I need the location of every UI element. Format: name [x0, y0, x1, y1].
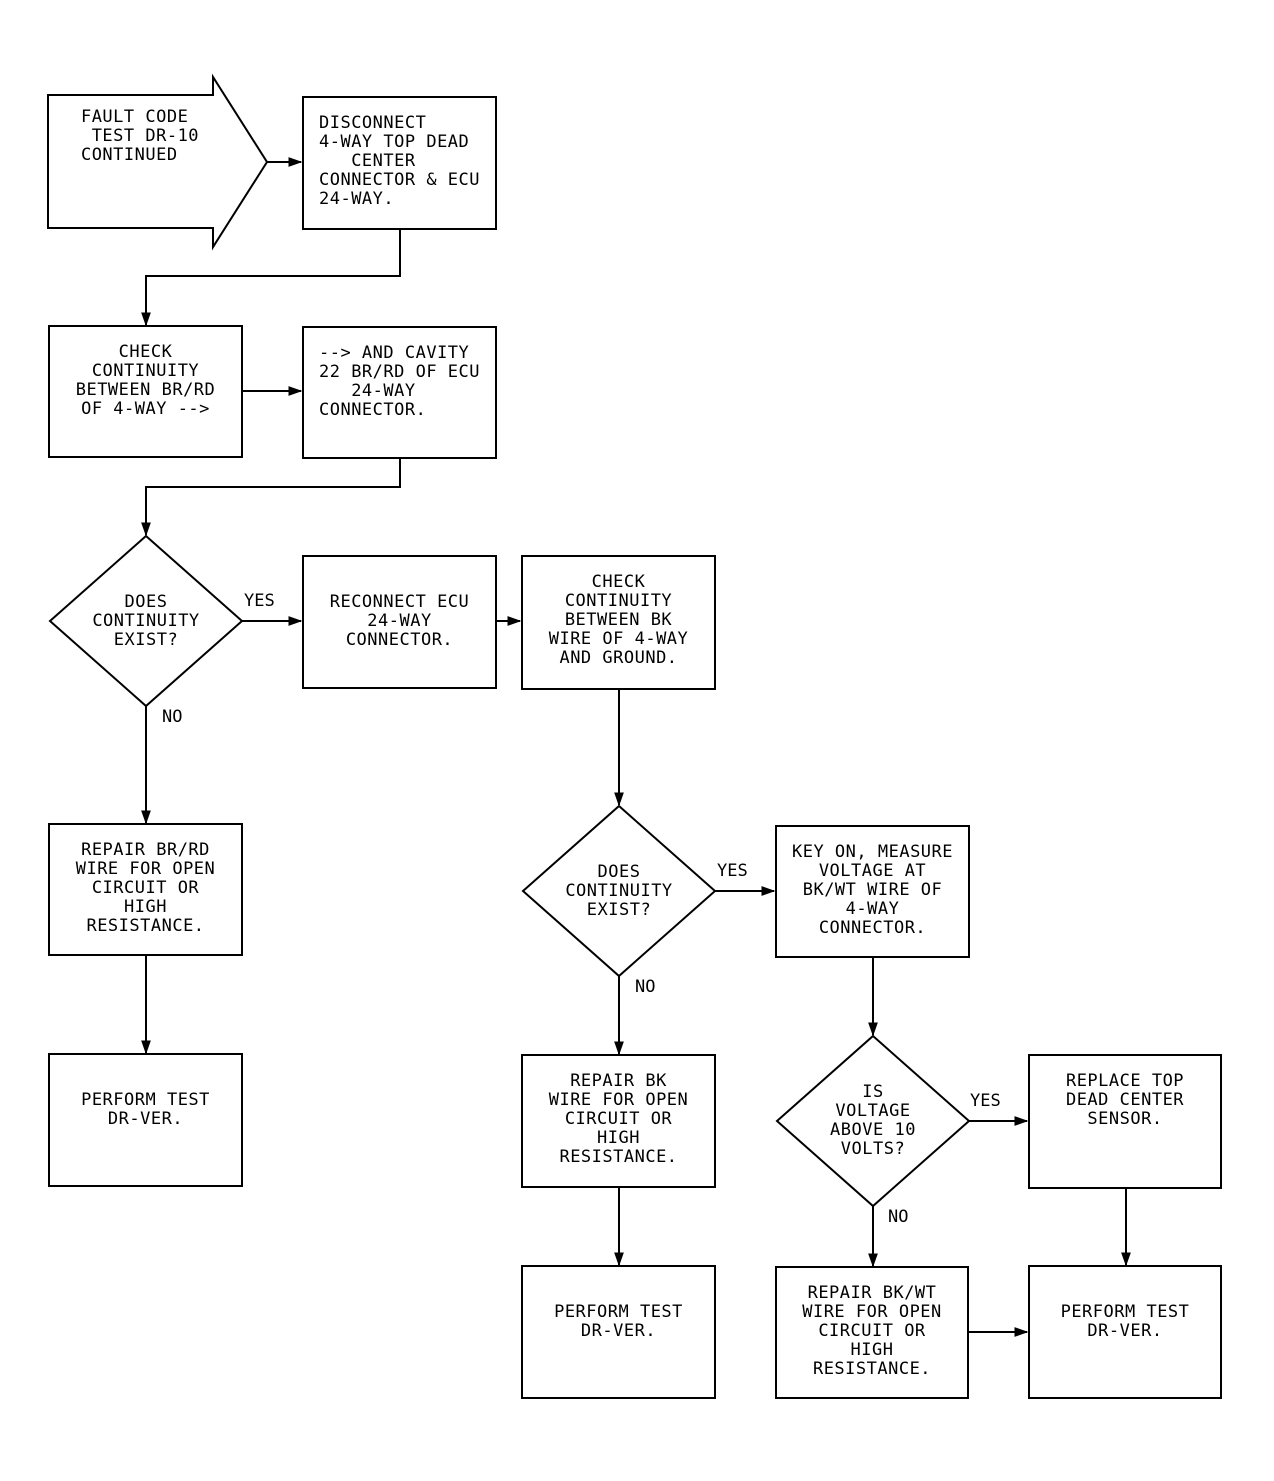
disconnect-box: DISCONNECT 4-WAY TOP DEAD CENTER CONNECT…	[302, 96, 497, 230]
perform-test-1-box: PERFORM TEST DR-VER.	[48, 1053, 243, 1187]
repair-bk-wt-text: REPAIR BK/WT WIRE FOR OPEN CIRCUIT OR HI…	[802, 1283, 942, 1379]
cavity-box: --> AND CAVITY 22 BR/RD OF ECU 24-WAY CO…	[302, 326, 497, 459]
perform-test-2-text: PERFORM TEST DR-VER.	[554, 1302, 683, 1341]
decision-1: DOES CONTINUITY EXIST?	[50, 536, 242, 706]
repair-bk-text: REPAIR BK WIRE FOR OPEN CIRCUIT OR HIGH …	[548, 1071, 689, 1167]
decision-2: DOES CONTINUITY EXIST?	[523, 806, 715, 976]
no-label-2: NO	[635, 977, 656, 997]
decision-1-text: DOES CONTINUITY EXIST?	[92, 591, 200, 650]
repair-br-rd-box: REPAIR BR/RD WIRE FOR OPEN CIRCUIT OR HI…	[48, 823, 243, 956]
yes-label-1: YES	[244, 591, 275, 611]
repair-bk-wt-box: REPAIR BK/WT WIRE FOR OPEN CIRCUIT OR HI…	[775, 1266, 969, 1399]
key-on-text: KEY ON, MEASURE VOLTAGE AT BK/WT WIRE OF…	[791, 842, 954, 938]
disconnect-text: DISCONNECT 4-WAY TOP DEAD CENTER CONNECT…	[318, 113, 481, 209]
perform-test-1-text: PERFORM TEST DR-VER.	[81, 1090, 210, 1129]
yes-label-2: YES	[717, 861, 748, 881]
reconnect-box: RECONNECT ECU 24-WAY CONNECTOR.	[302, 555, 497, 689]
replace-sensor-box: REPLACE TOP DEAD CENTER SENSOR.	[1028, 1054, 1222, 1189]
perform-test-2-box: PERFORM TEST DR-VER.	[521, 1265, 716, 1399]
check-continuity-2-box: CHECK CONTINUITY BETWEEN BK WIRE OF 4-WA…	[521, 555, 716, 690]
decision-3-text: IS VOLTAGE ABOVE 10 VOLTS?	[830, 1082, 916, 1159]
no-label-3: NO	[888, 1207, 909, 1227]
yes-label-3: YES	[970, 1091, 1001, 1111]
cavity-text: --> AND CAVITY 22 BR/RD OF ECU 24-WAY CO…	[318, 343, 481, 420]
repair-br-rd-text: REPAIR BR/RD WIRE FOR OPEN CIRCUIT OR HI…	[75, 840, 216, 936]
start-node-text: FAULT CODE TEST DR-10 CONTINUED	[80, 107, 200, 165]
check-continuity-2-text: CHECK CONTINUITY BETWEEN BK WIRE OF 4-WA…	[548, 572, 689, 668]
reconnect-text: RECONNECT ECU 24-WAY CONNECTOR.	[329, 592, 470, 650]
start-node: FAULT CODE TEST DR-10 CONTINUED	[50, 108, 230, 218]
start-arrow-shape	[47, 73, 269, 251]
connector-cavity-to-decision1	[141, 458, 401, 537]
decision-2-text: DOES CONTINUITY EXIST?	[565, 861, 673, 920]
perform-test-3-text: PERFORM TEST DR-VER.	[1060, 1302, 1190, 1341]
check-continuity-1-box: CHECK CONTINUITY BETWEEN BR/RD OF 4-WAY …	[48, 325, 243, 458]
replace-sensor-text: REPLACE TOP DEAD CENTER SENSOR.	[1065, 1071, 1185, 1129]
connector-disconnect-to-check1	[141, 230, 401, 327]
key-on-box: KEY ON, MEASURE VOLTAGE AT BK/WT WIRE OF…	[775, 825, 970, 958]
decision-3: IS VOLTAGE ABOVE 10 VOLTS?	[777, 1036, 969, 1206]
check-continuity-1-text: CHECK CONTINUITY BETWEEN BR/RD OF 4-WAY …	[75, 342, 216, 419]
repair-bk-box: REPAIR BK WIRE FOR OPEN CIRCUIT OR HIGH …	[521, 1054, 716, 1188]
perform-test-3-box: PERFORM TEST DR-VER.	[1028, 1265, 1222, 1399]
no-label-1: NO	[162, 707, 183, 727]
